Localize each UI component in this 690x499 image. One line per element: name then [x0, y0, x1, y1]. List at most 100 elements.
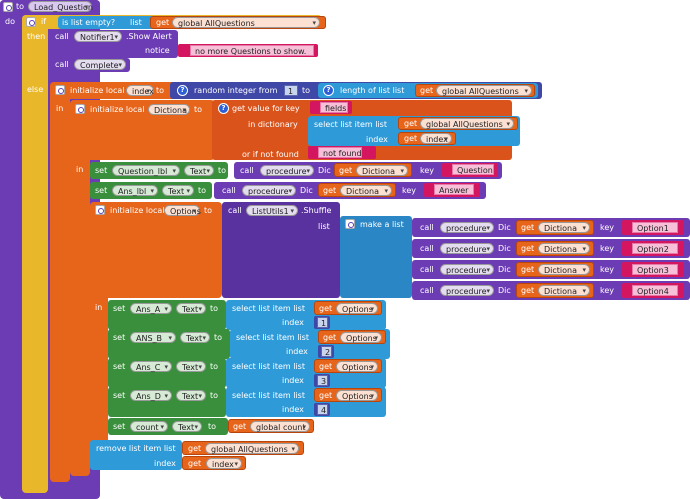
init-local-index-block[interactable]: [50, 82, 70, 482]
procedure-name-field[interactable]: Load_Question: [28, 1, 93, 13]
make-list-gear-icon[interactable]: [345, 219, 355, 229]
mutator-gear-icon[interactable]: [3, 2, 13, 12]
init-options-gear-icon[interactable]: [95, 205, 105, 215]
global-count-dropdown[interactable]: global count: [250, 421, 310, 433]
notifier-component-dropdown[interactable]: Notifier1: [74, 31, 122, 43]
count-dropdown[interactable]: count: [130, 421, 168, 433]
answer-component-dropdown[interactable]: ANS_B: [130, 332, 176, 344]
select-list-dropdown[interactable]: global AllQuestions: [420, 118, 514, 130]
count-prop-dropdown[interactable]: Text: [172, 421, 202, 433]
not-found-text-field[interactable]: not found: [318, 147, 362, 158]
init-local-dict-header[interactable]: [70, 100, 215, 160]
answer-prop-dropdown[interactable]: Text: [176, 303, 206, 315]
make-a-list-block[interactable]: [340, 216, 412, 298]
shuffle-call-label: call: [228, 206, 242, 215]
answer-get-label: get: [323, 186, 337, 195]
option-dic-label: Dic: [498, 223, 511, 232]
init-options-label: initialize local: [110, 206, 165, 215]
option-key-field[interactable]: Option2: [632, 243, 678, 254]
else-label: else: [27, 85, 44, 94]
option-procedure-dropdown[interactable]: procedure: [440, 285, 494, 297]
option-key-field[interactable]: Option1: [632, 222, 678, 233]
global-allquestions-dropdown[interactable]: global AllQuestions: [172, 17, 320, 29]
random-help-icon[interactable]: ?: [177, 85, 188, 96]
answer-component-dropdown[interactable]: Ans_A: [130, 303, 172, 315]
listutils-dropdown[interactable]: ListUtils1: [246, 205, 298, 217]
question-dict-dropdown[interactable]: Dictiona: [356, 165, 408, 177]
option-dict-dropdown[interactable]: Dictiona: [538, 243, 590, 255]
procedure-do-label: do: [5, 17, 15, 26]
index-number-field[interactable]: 4: [317, 404, 328, 415]
index-number-field[interactable]: 1: [317, 317, 328, 328]
ans-lbl-dropdown[interactable]: Ans_lbl: [112, 185, 158, 197]
init-options-header[interactable]: [90, 202, 222, 298]
get-value-help-icon[interactable]: ?: [218, 103, 229, 114]
index-number-field[interactable]: 2: [321, 346, 332, 357]
dict-var-field[interactable]: Dictiona: [148, 104, 190, 116]
option-dict-dropdown[interactable]: Dictiona: [538, 264, 590, 276]
notice-text-field[interactable]: no more Questions to show.: [190, 45, 314, 56]
answer-dict-dropdown[interactable]: Dictiona: [340, 185, 392, 197]
answer-key-field[interactable]: Answer: [434, 184, 474, 195]
answer-prop-dropdown[interactable]: Text: [176, 390, 206, 402]
remove-list-item-block[interactable]: [90, 440, 182, 470]
remove-index-dropdown[interactable]: index: [206, 458, 242, 470]
random-to-label: to: [302, 86, 311, 95]
options-dropdown[interactable]: Options: [336, 303, 378, 315]
answer-prop-dropdown[interactable]: Text: [176, 361, 206, 373]
set-answer-set-label: set: [113, 333, 126, 342]
answer-prop-dropdown[interactable]: Text: [180, 332, 210, 344]
option-index-label: index: [282, 376, 304, 385]
option-procedure-dropdown[interactable]: procedure: [440, 264, 494, 276]
options-dropdown[interactable]: Options: [336, 390, 378, 402]
answer-key-label: key: [402, 186, 417, 195]
if-label: if: [41, 17, 47, 26]
if-mutator-gear-icon[interactable]: [26, 17, 36, 27]
complete-procedure-dropdown[interactable]: Complete: [74, 59, 126, 71]
question-procedure-dropdown[interactable]: procedure: [260, 165, 314, 177]
answer-component-dropdown[interactable]: Ans_D: [130, 390, 172, 402]
set-answer-set-label: set: [113, 391, 126, 400]
options-get-label: get: [319, 304, 333, 313]
if-else-block[interactable]: [22, 15, 48, 493]
options-dropdown[interactable]: Options: [336, 361, 378, 373]
options-var-field[interactable]: Options: [164, 205, 201, 217]
option-key-field[interactable]: Option4: [632, 285, 678, 296]
init-dict-label: initialize local: [90, 105, 145, 114]
question-prop-dropdown[interactable]: Text: [184, 165, 214, 177]
question-lbl-dropdown[interactable]: Question_lbl: [112, 165, 180, 177]
fields-text-field[interactable]: fields: [320, 102, 348, 113]
remove-index-label: index: [154, 459, 176, 468]
option-index-label: index: [286, 347, 308, 356]
length-list-dropdown[interactable]: global AllQuestions: [436, 85, 532, 97]
option-procedure-dropdown[interactable]: procedure: [440, 243, 494, 255]
option-dict-dropdown[interactable]: Dictiona: [538, 285, 590, 297]
shuffle-call-block[interactable]: [222, 202, 340, 298]
options-dropdown[interactable]: Options: [340, 332, 382, 344]
random-from-number[interactable]: 1: [284, 85, 298, 96]
index-get-dropdown[interactable]: index: [420, 133, 452, 145]
init-index-gear-icon[interactable]: [55, 85, 65, 95]
ans-prop-dropdown[interactable]: Text: [162, 185, 194, 197]
option-procedure-dropdown[interactable]: procedure: [440, 222, 494, 234]
question-dic-label: Dic: [318, 166, 331, 175]
index-var-field[interactable]: index: [126, 85, 154, 97]
set-count-to-label: to: [208, 422, 217, 431]
index-number-field[interactable]: 3: [317, 375, 328, 386]
option-call-label: call: [420, 265, 434, 274]
option-get-label: get: [521, 265, 535, 274]
remove-list-dropdown[interactable]: global AllQuestions: [205, 443, 299, 455]
set-question-to-label: to: [218, 166, 227, 175]
answer-component-dropdown[interactable]: Ans_C: [130, 361, 172, 373]
option-dict-dropdown[interactable]: Dictiona: [538, 222, 590, 234]
option-key-field[interactable]: Option3: [632, 264, 678, 275]
or-if-not-found-label: or if not found: [242, 150, 299, 159]
select-get-label: get: [404, 119, 418, 128]
question-key-field[interactable]: Question: [452, 164, 494, 175]
set-question-set-label: set: [95, 166, 108, 175]
length-help-icon[interactable]: ?: [323, 85, 334, 96]
answer-procedure-dropdown[interactable]: procedure: [242, 185, 296, 197]
option-key-label: key: [600, 223, 615, 232]
init-dict-gear-icon[interactable]: [75, 104, 85, 114]
init-local-dict-block[interactable]: [70, 100, 90, 476]
